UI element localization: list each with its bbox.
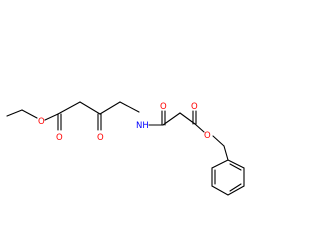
carbonyl-oxygen-label: O [191, 102, 198, 112]
amide-nitrogen-label: NH [136, 121, 149, 131]
bond [223, 145, 229, 161]
bond [79, 101, 101, 115]
bond [229, 183, 242, 192]
bond [6, 109, 23, 117]
bond [194, 123, 205, 133]
bond [212, 135, 225, 147]
bond [57, 101, 81, 115]
structure-canvas: O O O NH O O O [6, 101, 245, 196]
bonds [6, 101, 245, 196]
bond [21, 109, 38, 119]
ketone-oxygen-label: O [97, 133, 104, 143]
amide-oxygen-label: O [160, 102, 167, 112]
ester-oxygen-label: O [38, 117, 45, 127]
carbonyl-oxygen-label: O [56, 133, 63, 143]
ester-oxygen-label: O [204, 131, 211, 141]
bond [119, 101, 140, 113]
bond [162, 112, 181, 126]
atom-labels: O O O NH O O O [38, 102, 211, 143]
bond [99, 101, 121, 115]
bond [44, 113, 59, 121]
bond [229, 163, 242, 171]
benzene-ring [211, 159, 245, 196]
